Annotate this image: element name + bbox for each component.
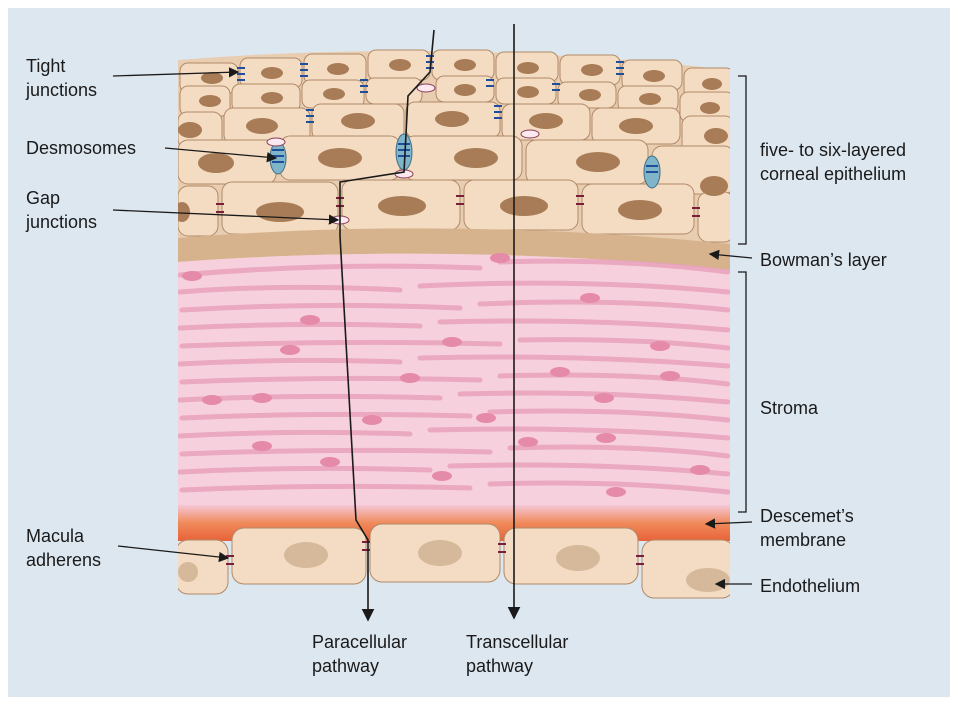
label-transcellular-pathway: Transcellular pathway bbox=[466, 630, 568, 678]
label-endothelium: Endothelium bbox=[760, 574, 860, 598]
label-bowmans-layer: Bowman’s layer bbox=[760, 248, 887, 272]
label-paracellular-pathway: Paracellular pathway bbox=[312, 630, 407, 678]
label-desmosomes: Desmosomes bbox=[26, 136, 136, 160]
label-macula-adherens: Macula adherens bbox=[26, 524, 101, 572]
stroma-layer bbox=[178, 254, 730, 512]
label-stroma: Stroma bbox=[760, 396, 818, 420]
label-tight-junctions: Tight junctions bbox=[26, 54, 97, 102]
label-descemets-membrane: Descemet’s membrane bbox=[760, 504, 854, 552]
label-epithelium: five- to six-layered corneal epithelium bbox=[760, 138, 906, 186]
tissue bbox=[174, 50, 734, 598]
label-gap-junctions: Gap junctions bbox=[26, 186, 97, 234]
